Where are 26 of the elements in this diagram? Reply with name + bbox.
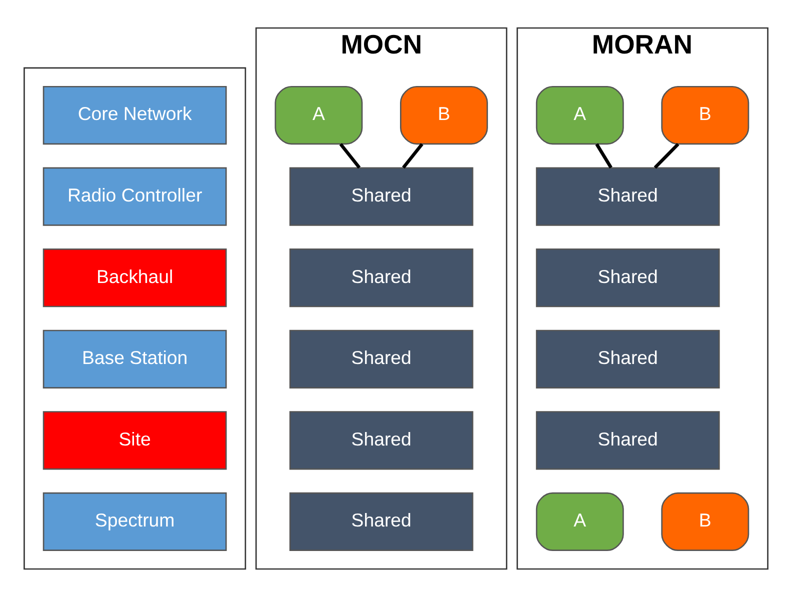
node-box: A — [536, 86, 624, 145]
node-box: Base Station — [42, 330, 227, 388]
connector — [654, 142, 680, 169]
connector — [339, 143, 361, 169]
node-box: Shared — [289, 330, 474, 388]
node-box: B — [661, 86, 750, 145]
node-box: Spectrum — [42, 492, 227, 552]
node-box: Shared — [289, 248, 474, 308]
node-box: Shared — [289, 411, 474, 470]
node-box: Backhaul — [42, 248, 227, 308]
node-box: Shared — [536, 330, 720, 388]
connector — [402, 143, 424, 169]
node-box: Shared — [536, 167, 720, 226]
node-box: B — [661, 492, 750, 552]
node-box: Shared — [289, 167, 474, 226]
connector — [595, 143, 612, 168]
node-box: A — [536, 492, 624, 552]
cluster — [24, 67, 246, 570]
node-box: Core Network — [42, 86, 227, 145]
node-box: Shared — [289, 492, 474, 552]
node-box: Shared — [536, 411, 720, 470]
node-box: B — [400, 86, 488, 145]
node-box: A — [274, 86, 363, 145]
node-box: Shared — [536, 248, 720, 308]
node-box: Radio Controller — [42, 167, 227, 226]
node-box: Site — [42, 411, 227, 470]
